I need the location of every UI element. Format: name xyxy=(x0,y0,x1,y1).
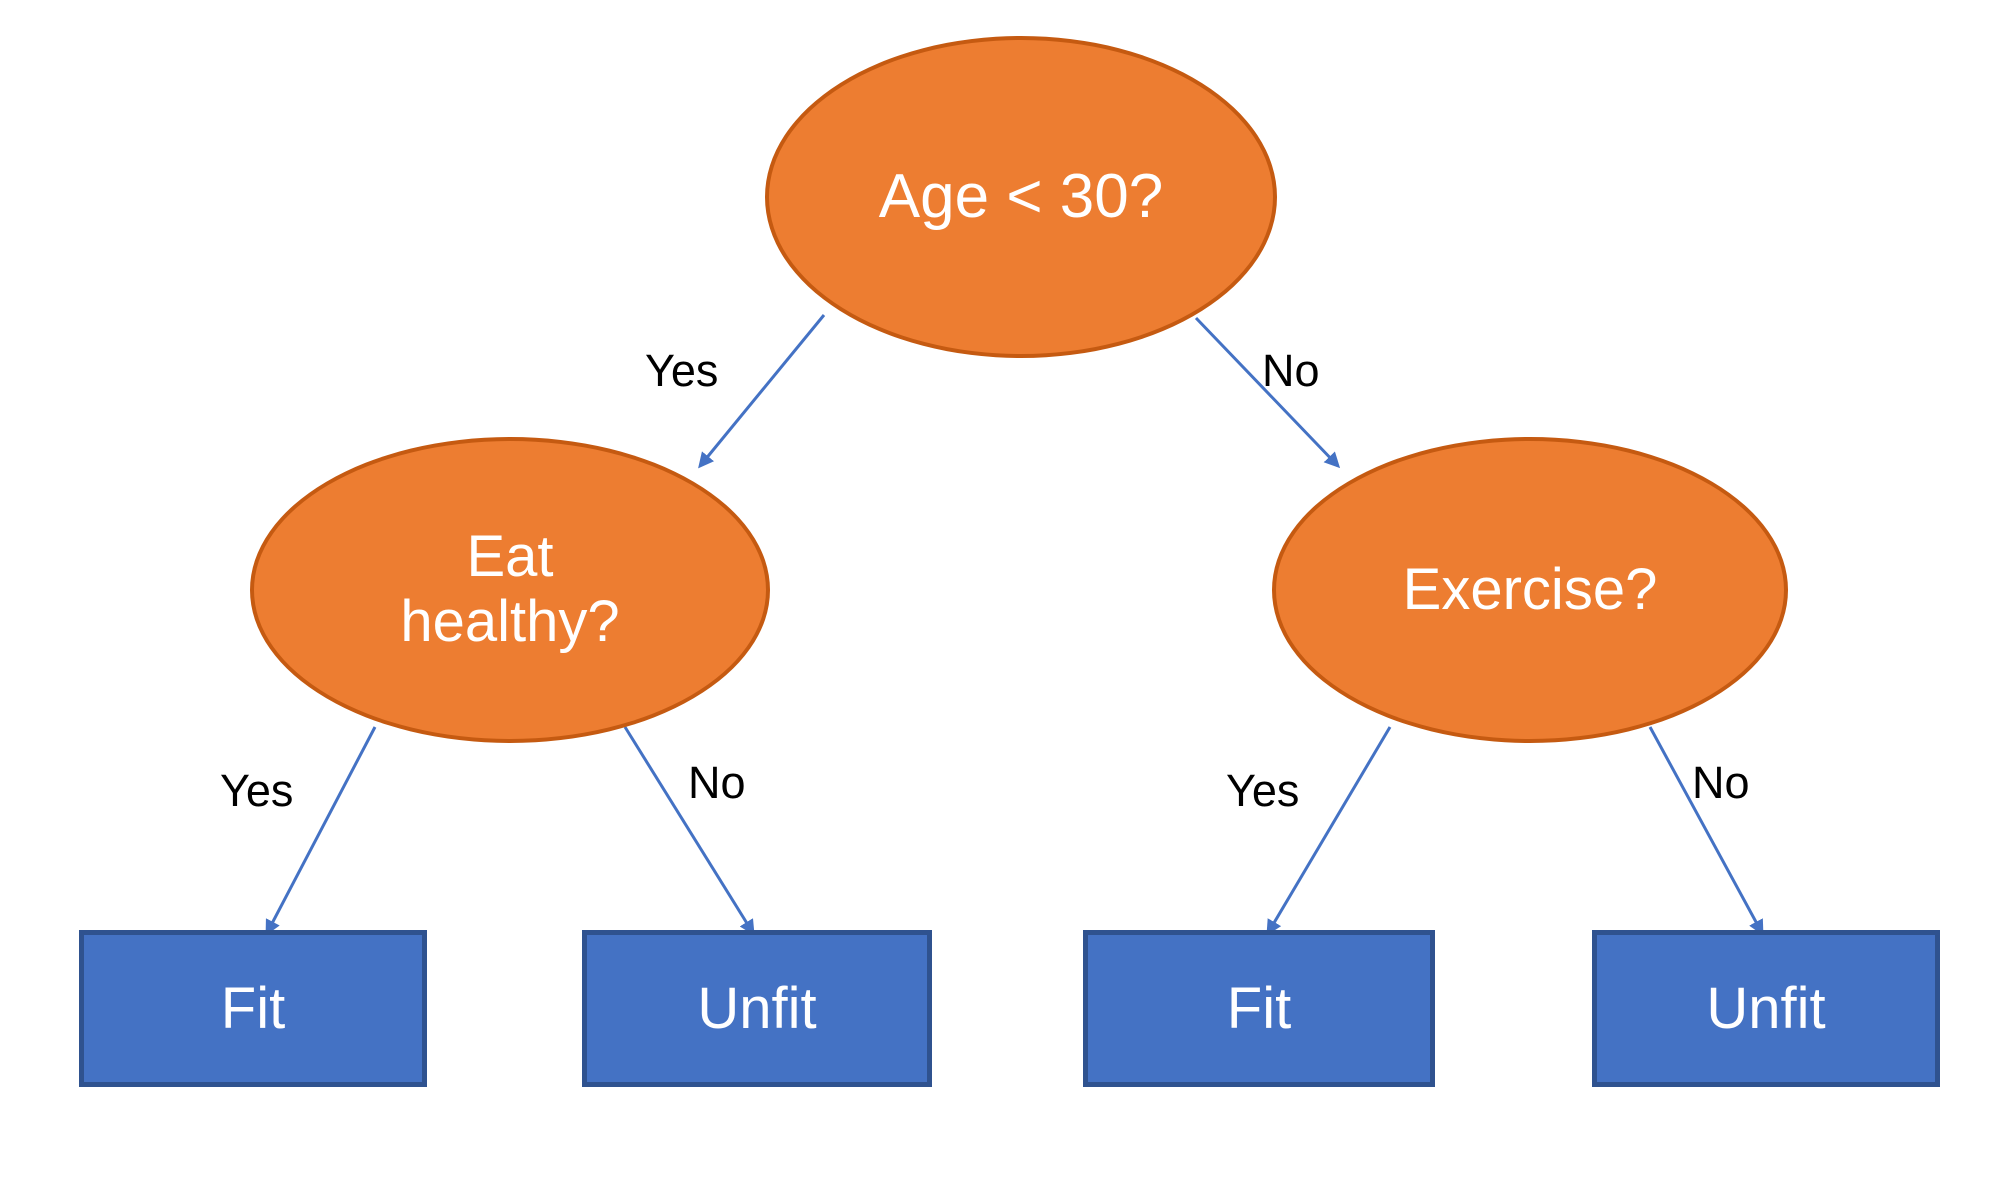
edge-exercise-no xyxy=(1648,726,1764,936)
edge-eat-yes xyxy=(265,726,377,936)
decision-node-eat-healthy[interactable]: Eat healthy? xyxy=(250,437,770,743)
decision-node-root-label: Age < 30? xyxy=(878,162,1164,232)
edge-root-no xyxy=(1194,316,1341,469)
decision-node-exercise[interactable]: Exercise? xyxy=(1272,437,1788,743)
edge-label-root-no: No xyxy=(1262,345,1320,396)
decision-node-eat-healthy-label: Eat healthy? xyxy=(400,524,620,654)
edge-label-eat-healthy-no: No xyxy=(688,757,746,808)
edge-eat-no xyxy=(623,726,755,936)
leaf-node-fit-left[interactable]: Fit xyxy=(79,930,427,1087)
edge-label-exercise-yes: Yes xyxy=(1226,765,1300,816)
decision-node-root[interactable]: Age < 30? xyxy=(765,36,1277,358)
leaf-node-unfit-left-label: Unfit xyxy=(697,976,817,1041)
leaf-node-unfit-left[interactable]: Unfit xyxy=(582,930,932,1087)
edge-label-exercise-no: No xyxy=(1692,757,1750,808)
leaf-node-unfit-right[interactable]: Unfit xyxy=(1592,930,1940,1087)
leaf-node-unfit-right-label: Unfit xyxy=(1706,976,1826,1041)
edge-label-eat-healthy-yes: Yes xyxy=(220,765,294,816)
edge-exercise-yes xyxy=(1266,726,1392,936)
leaf-node-fit-right-label: Fit xyxy=(1226,976,1292,1041)
edge-root-yes xyxy=(698,314,826,469)
edge-label-root-yes: Yes xyxy=(645,345,719,396)
decision-node-exercise-label: Exercise? xyxy=(1402,556,1658,622)
leaf-node-fit-right[interactable]: Fit xyxy=(1083,930,1435,1087)
leaf-node-fit-left-label: Fit xyxy=(220,976,286,1041)
